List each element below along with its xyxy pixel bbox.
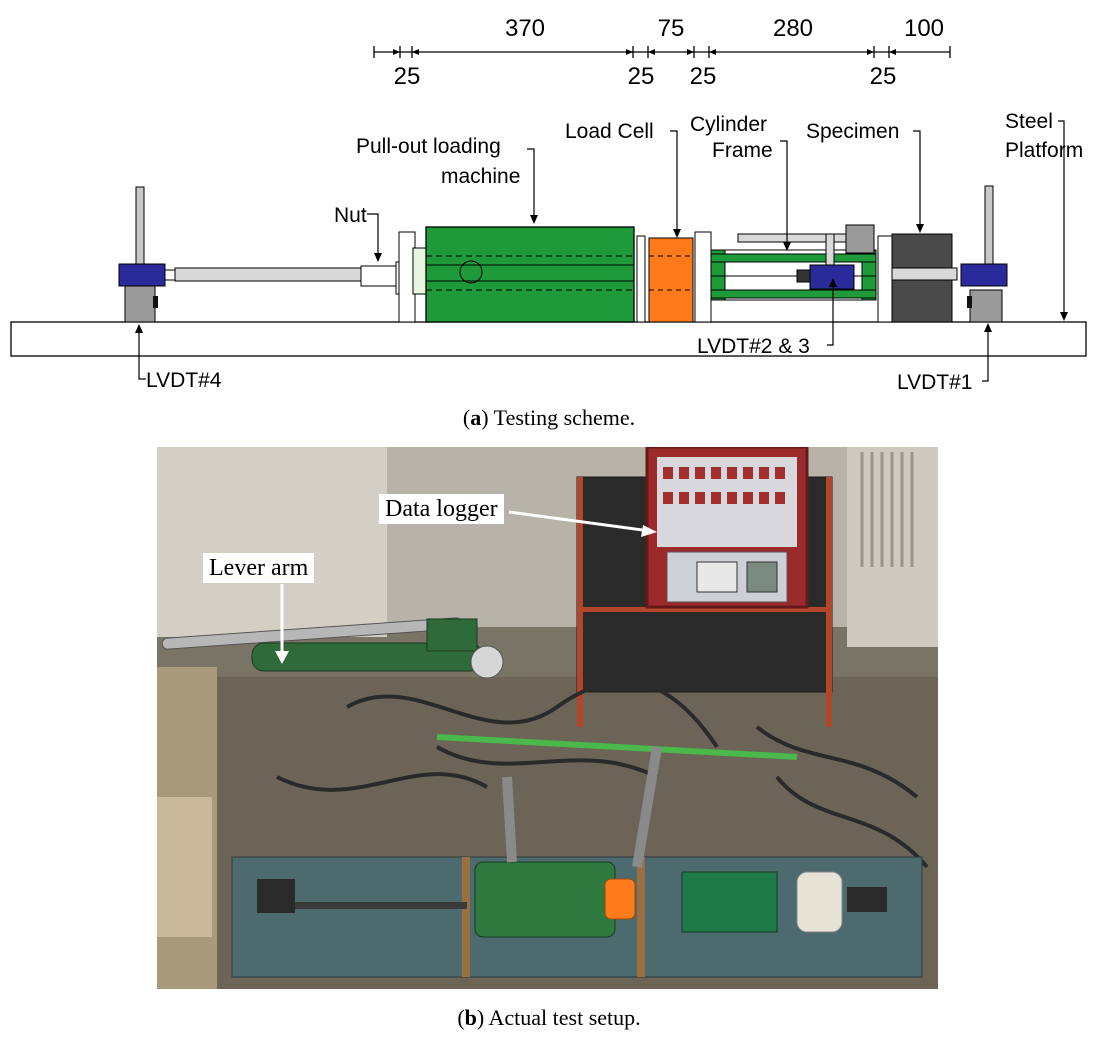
dim-25-label-1: 25 (394, 63, 421, 90)
cylinder-frame-label-line1: Cylinder (690, 113, 767, 136)
cylinder-frame (710, 224, 877, 301)
dim-280-label: 280 (773, 15, 813, 42)
dim-25-label-4: 25 (870, 63, 897, 90)
dim-370-label: 370 (505, 15, 545, 42)
dim-25-label-3: 25 (690, 63, 717, 90)
testing-scheme-diagram: 370 75 280 100 25 25 25 25 (10, 15, 1087, 394)
callout-arrows (275, 510, 657, 664)
data-logger-callout: Data logger (379, 494, 504, 524)
leader-arrowheads (135, 215, 1068, 333)
dim-75-label: 75 (658, 15, 685, 42)
lvdt1-label: LVDT#1 (897, 371, 972, 394)
steel-platform-label-line1: Steel (1005, 110, 1053, 133)
lvdt23-label: LVDT#2 & 3 (697, 335, 810, 358)
nut-label: Nut (334, 204, 367, 227)
caption-a-text: ) Testing scheme. (481, 405, 636, 430)
specimen (877, 233, 958, 323)
steel-platform-label-line2: Platform (1005, 139, 1083, 162)
caption-b: (b) Actual test setup. (457, 1005, 641, 1030)
lever-arm-callout: Lever arm (203, 553, 315, 583)
load-cell-label: Load Cell (565, 120, 654, 143)
dim-100-label: 100 (904, 15, 944, 42)
threaded-rod (174, 267, 366, 282)
leader-lines (138, 120, 1065, 382)
pullout-machine-label-line2: machine (441, 165, 520, 188)
caption-a: (a) Testing scheme. (462, 405, 636, 430)
pullout-loading-machine (425, 226, 635, 323)
caption-b-letter: b (464, 1005, 477, 1030)
pullout-machine-label-line1: Pull-out loading (356, 135, 501, 158)
caption-a-letter: a (470, 405, 482, 430)
dimension-ticks (393, 49, 896, 55)
photo-illustration (157, 447, 938, 989)
specimen-label: Specimen (806, 120, 899, 143)
lvdt4-label: LVDT#4 (146, 369, 222, 392)
steel-platform (10, 321, 1087, 357)
lvdt-4 (118, 186, 176, 323)
dimension-line (373, 46, 951, 58)
dim-25-label-2: 25 (628, 63, 655, 90)
caption-b-text: ) Actual test setup. (476, 1005, 641, 1030)
cylinder-frame-label-line2: Frame (712, 139, 773, 162)
load-cell (636, 231, 712, 323)
lvdt-1 (960, 185, 1008, 323)
test-setup-photo: Data logger Lever arm (157, 447, 938, 989)
nut (360, 265, 397, 287)
